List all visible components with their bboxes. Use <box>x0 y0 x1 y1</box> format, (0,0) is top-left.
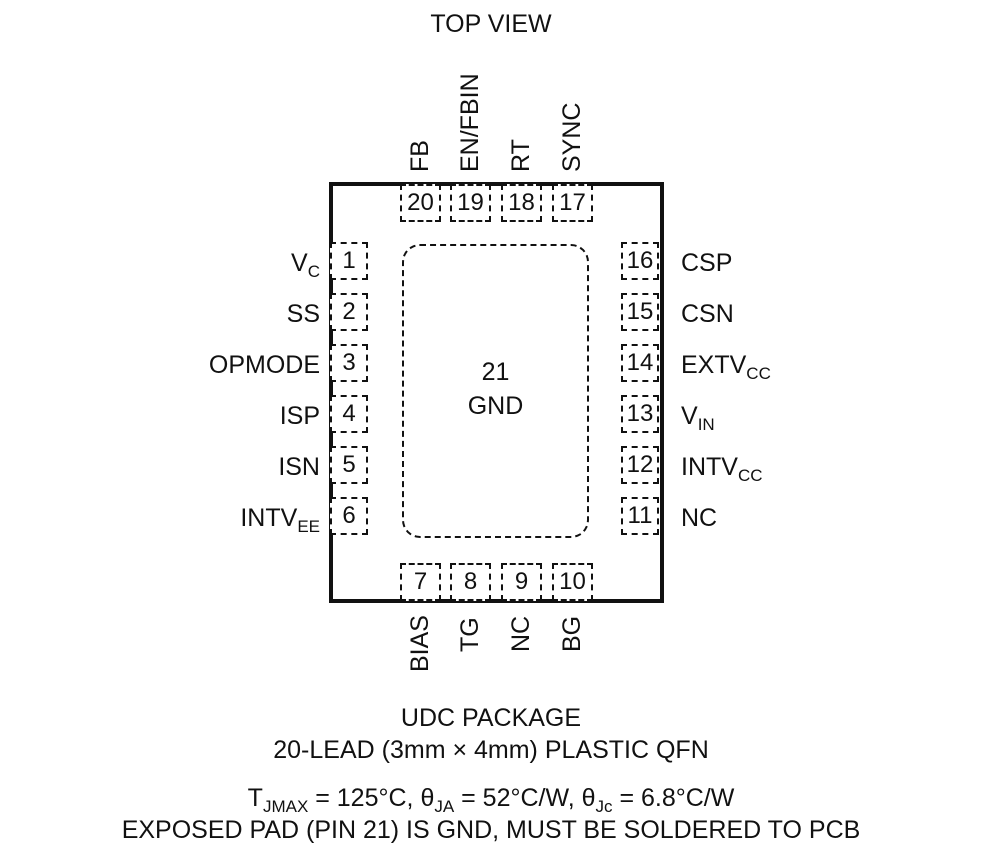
pin-box: 9 <box>501 563 542 601</box>
pin-label: INTVCC <box>681 453 763 485</box>
pin-box: 6 <box>330 497 368 535</box>
thermal-specs: TJMAX = 125°C, θJA = 52°C/W, θJc = 6.8°C… <box>247 784 735 816</box>
pin-box: 12 <box>621 446 659 484</box>
pin-label: ISN <box>278 453 320 481</box>
pin-label: NC <box>681 504 718 532</box>
exposed-pad-number: 21 <box>481 358 510 386</box>
pin-box: 2 <box>330 293 368 331</box>
pin-box: 15 <box>621 293 659 331</box>
pin-label: SS <box>286 300 320 328</box>
pin-label-vertical: BIAS <box>406 615 434 672</box>
pin-label: OPMODE <box>208 351 320 379</box>
pin-label-vertical: NC <box>507 615 535 652</box>
pin-box: 8 <box>450 563 491 601</box>
exposed-pad-name: GND <box>467 392 524 420</box>
pin-label: EXTVCC <box>681 351 771 383</box>
pin-box: 16 <box>621 242 659 280</box>
exposed-pad <box>402 244 589 538</box>
package-name: UDC PACKAGE <box>400 704 582 732</box>
pin-box: 20 <box>400 184 441 222</box>
pin-box: 3 <box>330 344 368 382</box>
pin-box: 13 <box>621 395 659 433</box>
pin-label-vertical: BG <box>558 615 586 652</box>
pin-box: 4 <box>330 395 368 433</box>
pin-box: 10 <box>552 563 593 601</box>
package-description: 20-LEAD (3mm × 4mm) PLASTIC QFN <box>273 736 709 764</box>
pin-label: ISP <box>279 402 320 430</box>
pin-box: 14 <box>621 344 659 382</box>
pin-box: 11 <box>621 497 659 535</box>
pin-box: 17 <box>552 184 593 222</box>
pin-label-vertical: RT <box>507 139 535 172</box>
pin-label: INTVEE <box>240 504 320 536</box>
pin-label: CSP <box>681 249 733 277</box>
pin-label-vertical: TG <box>456 617 484 652</box>
pin-box: 7 <box>400 563 441 601</box>
pin-box: 1 <box>330 242 368 280</box>
exposed-pad-note: EXPOSED PAD (PIN 21) IS GND, MUST BE SOL… <box>121 816 861 844</box>
pin-label: CSN <box>681 300 734 328</box>
pin-label: VC <box>291 249 320 281</box>
pin-label-vertical: SYNC <box>558 102 586 172</box>
pin-label: VIN <box>681 402 715 434</box>
package-outline <box>329 182 664 603</box>
diagram-title: TOP VIEW <box>430 10 552 38</box>
pin-label-vertical: FB <box>406 140 434 172</box>
pin-label-vertical: EN/FBIN <box>456 73 484 172</box>
pin-box: 5 <box>330 446 368 484</box>
pin-box: 18 <box>501 184 542 222</box>
pin-box: 19 <box>450 184 491 222</box>
